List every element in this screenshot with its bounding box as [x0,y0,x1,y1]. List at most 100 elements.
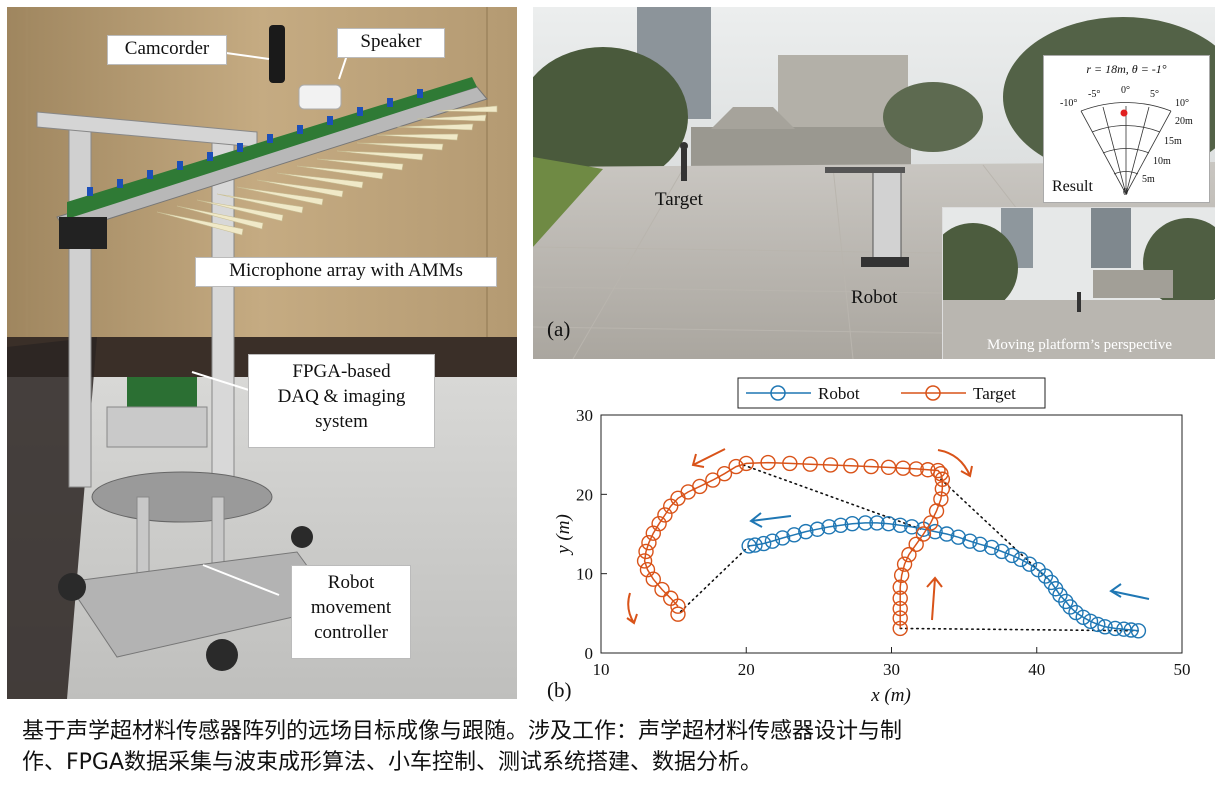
robot-point [984,539,1000,556]
legend-robot-marker [770,385,786,401]
target-point [843,458,859,474]
camcorder-callout: Camcorder [107,35,227,65]
platform-perspective-drawing [943,208,1215,359]
robot-point [1062,599,1078,615]
target-direction-arrow [926,576,943,621]
robot-point [747,537,763,553]
fpga-callout-line3: system [315,411,368,432]
x-tick-label: 20 [738,660,755,679]
result-range-tick: 15m [1164,136,1182,147]
robot-point [1082,613,1099,629]
target-point [892,590,908,606]
robot-point [1013,551,1029,568]
target-point [645,525,661,541]
y-tick-label: 10 [576,565,593,584]
robot-direction-arrow [1109,583,1150,600]
robot-point [786,527,802,543]
robot-photo-label: Robot [851,287,898,308]
target-point [638,543,654,560]
dotted-link [677,545,750,615]
target-point [892,610,908,626]
robot-point [1116,621,1132,637]
y-axis-label: y (m) [553,514,574,556]
robot-controller-line3: controller [314,622,388,643]
target-point [657,507,673,523]
robot-point [1090,616,1106,633]
robot-point [950,529,967,545]
target-photo-label: Target [655,189,703,210]
result-angle-tick: -10° [1060,98,1078,109]
robot-controller-callout: Robot movement controller [291,565,411,659]
robot-point [1107,620,1123,637]
robot-point [1021,556,1038,572]
target-direction-arrow [626,592,638,625]
robot-point [880,515,897,532]
target-point [636,553,653,569]
panel-b-label: (b) [547,678,572,702]
robot-point [972,536,988,553]
robot-point [798,523,814,540]
target-point [915,526,932,542]
y-tick-label: 20 [576,485,593,504]
robot-point [857,515,874,531]
target-point [908,461,924,477]
target-direction-arrow [691,448,726,468]
panel-a-label: (a) [547,317,571,341]
speaker-callout: Speaker [337,28,445,58]
plaza-photo: Target Robot (a) r = 18m, θ = -1° -10° -… [533,7,1215,359]
device-photo: Camcorder Speaker Microphone array with … [7,7,517,699]
target-point [892,620,908,637]
result-marker [1120,109,1128,117]
target-point [802,456,818,472]
result-range-tick: 20m [1175,116,1193,127]
x-tick-label: 40 [1028,660,1045,679]
target-point [728,458,744,475]
robot-point [1004,547,1020,564]
robot-point [1068,604,1084,621]
target-point [670,606,686,622]
target-point [930,462,946,479]
result-inset: r = 18m, θ = -1° -10° -5° 0° 5° 10° 20m … [1043,55,1210,203]
x-axis-label: x (m) [870,685,911,706]
robot-point [994,543,1010,560]
result-range-tick: 5m [1142,174,1155,185]
mic-array-callout: Microphone array with AMMs [195,257,497,287]
x-tick-label: 50 [1174,660,1191,679]
target-direction-arrow [937,449,973,478]
result-angle-tick: -5° [1088,89,1101,100]
legend-target-label: Target [973,384,1016,403]
platform-perspective-caption: Moving platform’s perspective [987,337,1172,353]
legend-target-marker [925,385,941,401]
target-point [760,454,776,471]
fpga-callout-line1: FPGA-based [292,361,391,382]
target-point [670,598,686,614]
robot-point [938,526,955,542]
y-tick-label: 30 [576,406,593,425]
robot-point [844,515,860,532]
x-tick-label: 10 [593,660,610,679]
target-point [654,581,670,598]
target-point [705,472,721,488]
result-angle-tick: 5° [1150,89,1159,100]
target-point [892,600,908,617]
result-label: Result [1052,178,1093,195]
target-point [934,481,951,497]
target-point [863,458,879,475]
robot-point [1123,622,1139,638]
robot-trajectory-line [749,522,1139,632]
target-point [893,567,910,583]
robot-point [904,519,920,535]
robot-point [892,517,908,533]
platform-perspective-inset: Moving platform’s perspective [942,207,1215,359]
figure-caption: 基于声学超材料传感器阵列的远场目标成像与跟随。涉及工作：声学超材料传感器设计与制… [22,716,1202,778]
robot-direction-arrow [749,512,792,528]
plot-frame [600,414,1183,654]
target-point [933,491,949,507]
robot-controller-line2: movement [310,597,392,618]
x-tick-label: 30 [883,660,900,679]
robot-point [927,523,943,540]
robot-point [741,538,757,554]
target-point [880,459,897,476]
robot-controller-line1: Robot [327,572,375,593]
